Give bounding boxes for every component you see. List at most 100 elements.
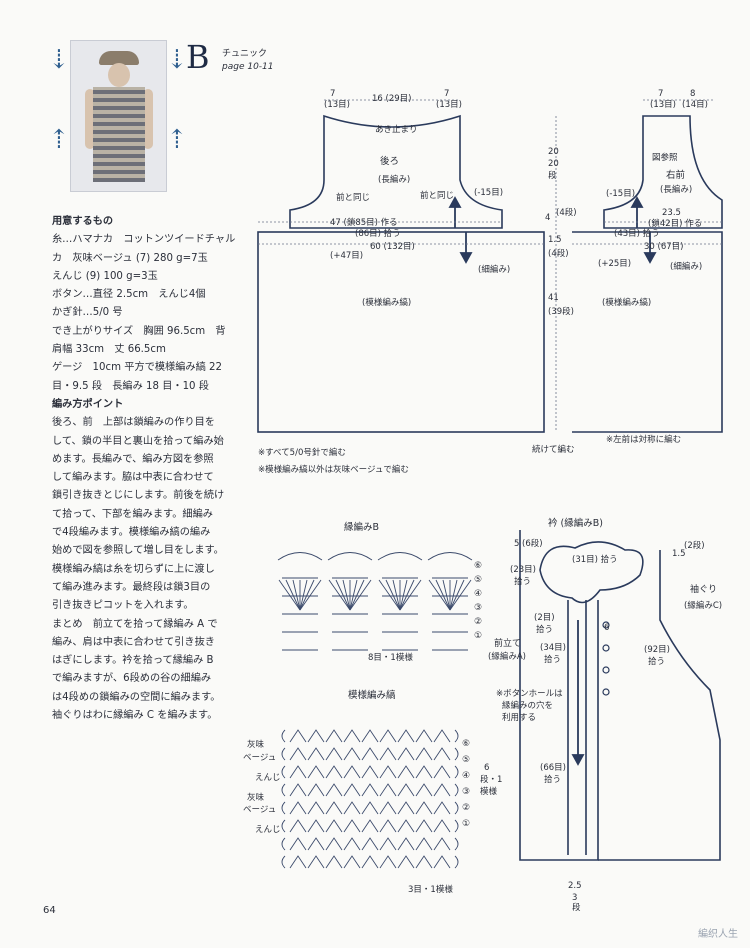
- chart-stitch: [307, 783, 325, 797]
- stripe-chart: [281, 729, 459, 869]
- arrow-decoration-icon: ⇣: [166, 45, 188, 75]
- chart-title: 衿 (縁編みB): [548, 517, 603, 529]
- row-number: ⑤: [462, 755, 470, 765]
- dim-label: (2段): [684, 540, 705, 551]
- chart-stitch: [454, 819, 459, 833]
- chart-stitch: [361, 747, 379, 761]
- chart-stitch: [327, 552, 373, 561]
- stitch-label: (細編み): [670, 261, 702, 272]
- edging-b-chart: [277, 552, 473, 651]
- color-label: ベージュ: [243, 805, 276, 815]
- chart-stitch: [325, 783, 343, 797]
- row-number: ②: [474, 617, 482, 627]
- button-mark: [602, 666, 610, 674]
- dim-label: (13目): [436, 100, 462, 110]
- dim-label: 16 (29目): [372, 94, 411, 104]
- chart-stitch: [415, 819, 433, 833]
- side-label: 6: [484, 763, 489, 773]
- chart-stitch: [285, 579, 301, 611]
- dim-label: 段: [572, 902, 581, 913]
- chart-stitch: [397, 819, 415, 833]
- model-tunic: [93, 87, 145, 182]
- chart-stitch: [379, 747, 397, 761]
- instruction-line: でき上がりサイズ 胸囲 96.5cm 背: [52, 325, 226, 337]
- note-label: ※左前は対称に編む: [606, 434, 681, 445]
- repeat-label: 3目・1模様: [408, 884, 453, 895]
- chart-stitch: [415, 729, 433, 743]
- dim-label: 1.5: [672, 549, 686, 559]
- dim-label: 23.5: [662, 208, 681, 218]
- chart-stitch: [361, 783, 379, 797]
- inc-label: (+47目): [330, 251, 363, 261]
- chart-stitch: [379, 855, 397, 869]
- chart-stitch: [435, 579, 451, 611]
- chart-stitch: [379, 819, 397, 833]
- color-label: 灰味: [247, 739, 265, 750]
- model-hat: [99, 51, 139, 65]
- chart-stitch: [385, 579, 401, 611]
- dim-label: 6: [604, 623, 609, 633]
- chart-stitch: [454, 729, 459, 743]
- note-label: 図参照: [652, 152, 678, 163]
- instruction-line: 袖ぐりはわに縁編み C を編みます。: [52, 710, 218, 722]
- color-label: ベージュ: [243, 753, 276, 763]
- arrow-up-icon: [448, 196, 462, 208]
- row-number: ②: [462, 803, 470, 813]
- chart-stitch: [307, 819, 325, 833]
- chart-stitch: [343, 801, 361, 815]
- chart-stitch: [278, 579, 301, 611]
- dim-label: 段: [548, 170, 557, 181]
- chart-stitch: [292, 579, 301, 611]
- note-label: 縁編みの穴を: [502, 700, 553, 711]
- pickup-label: 拾う: [514, 576, 531, 587]
- repeat-label: 8目・1模様: [368, 652, 413, 663]
- chart-stitch: [379, 837, 397, 851]
- chart-stitch: [281, 855, 286, 869]
- sleeve-label: 袖ぐり: [690, 583, 717, 595]
- watermark: 編织人生: [698, 929, 738, 940]
- chart-stitch: [342, 579, 351, 611]
- instruction-line: えんじ (9) 100 g=3玉: [52, 270, 158, 282]
- note-label: 前と同じ: [420, 190, 454, 201]
- chain-label: 47 (鎖85目) 作る: [330, 217, 398, 228]
- chart-stitch: [343, 819, 361, 833]
- dim-label: 7: [444, 89, 449, 99]
- neck-label: あき止まり: [375, 124, 418, 135]
- chart-stitch: [415, 855, 433, 869]
- chart-stitch: [325, 729, 343, 743]
- back-title: 後ろ: [380, 155, 399, 167]
- chart-stitch: [343, 783, 361, 797]
- chart-stitch: [415, 747, 433, 761]
- model-face: [108, 63, 130, 87]
- chart-stitch: [289, 747, 307, 761]
- note-label: ※すべて5/0号針で編む: [258, 447, 346, 458]
- chart-title: 模様編み縞: [348, 689, 396, 701]
- chart-stitch: [325, 765, 343, 779]
- dim-label: (14目): [682, 100, 708, 110]
- chart-stitch: [325, 855, 343, 869]
- armhole-outline: [598, 550, 721, 861]
- chart-stitch: [281, 729, 286, 743]
- note-label: 続けて編む: [532, 444, 575, 455]
- dim-label: 7: [330, 89, 335, 99]
- pickup-label: (66目): [540, 763, 566, 773]
- chart-stitch: [415, 783, 433, 797]
- dim-label: (6段): [522, 538, 543, 549]
- instruction-line: カ 灰味ベージュ (7) 280 g=7玉: [52, 252, 208, 264]
- dim-label: (39段): [548, 306, 574, 317]
- row-number: ④: [474, 589, 482, 599]
- side-label: 段・1: [480, 774, 502, 785]
- instruction-line: して編みます。脇は中表に合わせて: [52, 472, 214, 484]
- arrow-decoration-icon: ⇡: [48, 125, 70, 155]
- button-mark: [602, 688, 610, 696]
- instruction-line: は4段めの鎖編みの空間に編みます。: [52, 691, 221, 703]
- front-band-inner: [567, 600, 587, 855]
- chain-label: (鎖42目) 作る: [648, 218, 702, 229]
- model-photo: [70, 40, 167, 192]
- chart-stitch: [289, 765, 307, 779]
- front-band-outline: [519, 530, 599, 861]
- pickup-label: (23目): [510, 565, 536, 575]
- dim-label: (13目): [650, 100, 676, 110]
- note-label: 利用する: [502, 712, 536, 723]
- chart-stitch: [415, 837, 433, 851]
